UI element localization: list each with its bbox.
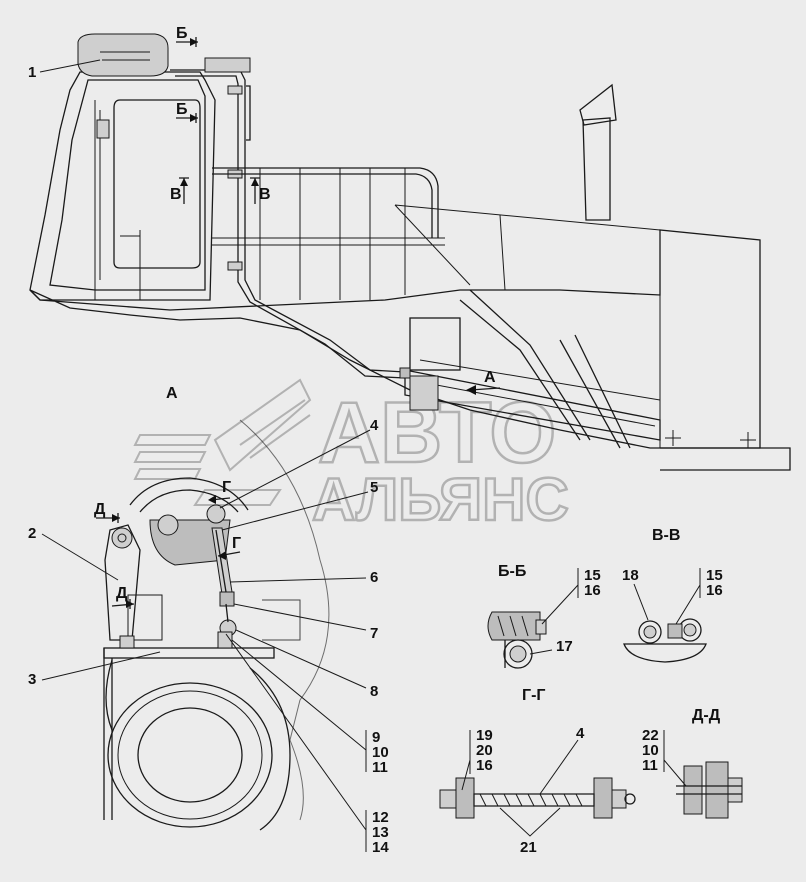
svg-text:10: 10 <box>372 744 389 761</box>
callout-4: 4 <box>370 417 379 434</box>
callout-bb-16: 16 <box>584 582 601 599</box>
callout-gg-4: 4 <box>576 725 585 742</box>
callout-dd-10: 10 <box>642 742 659 759</box>
view-mark-a-arrow: А <box>484 369 496 386</box>
callouts: 1 2 3 4 5 6 7 8 9 10 11 12 13 14 <box>28 59 389 856</box>
callout-1: 1 <box>28 64 36 81</box>
view-mark-g-top: Г <box>222 479 231 496</box>
view-mark-b-top: Б <box>176 25 188 42</box>
view-mark-v-left: В <box>170 186 182 203</box>
callout-group-9-10-11: 9 10 11 <box>372 729 389 776</box>
view-mark-b-mid: Б <box>176 101 188 118</box>
section-dd: Д-Д 22 10 11 <box>642 707 743 819</box>
callout-group-12-13-14: 12 13 14 <box>372 809 389 856</box>
section-vv: В-В 18 15 16 <box>622 527 723 663</box>
view-markers: Б Б В В А А Г Г Д Д <box>94 25 501 609</box>
callout-gg-16: 16 <box>476 757 493 774</box>
section-gg: Г-Г 19 20 16 4 21 <box>439 687 636 856</box>
callout-19: 19 <box>476 727 493 744</box>
callout-17: 17 <box>556 638 573 655</box>
section-title-bb: Б-Б <box>498 563 526 580</box>
watermark-text-alyans: АЛЬЯНС <box>312 466 569 533</box>
callout-18: 18 <box>622 567 639 584</box>
view-mark-v-right: В <box>259 186 271 203</box>
svg-text:12: 12 <box>372 809 389 826</box>
callout-7: 7 <box>370 625 378 642</box>
svg-text:9: 9 <box>372 729 380 746</box>
view-mark-d-lower: Д <box>116 585 128 602</box>
section-title-dd: Д-Д <box>692 707 721 724</box>
callout-22: 22 <box>642 727 659 744</box>
section-bb: Б-Б 15 16 17 <box>487 563 601 669</box>
callout-20: 20 <box>476 742 493 759</box>
callout-6: 6 <box>370 569 378 586</box>
callout-21: 21 <box>520 839 537 856</box>
callout-dd-11: 11 <box>642 757 658 774</box>
svg-text:14: 14 <box>372 839 389 856</box>
svg-text:13: 13 <box>372 824 389 841</box>
watermark: АВТО АЛЬЯНС <box>133 378 570 534</box>
view-mark-d-top: Д <box>94 501 106 518</box>
view-mark-g-lower: Г <box>232 535 241 552</box>
detail-view-a <box>103 419 330 831</box>
svg-text:11: 11 <box>372 759 388 776</box>
view-title-a: А <box>166 385 178 402</box>
callout-3: 3 <box>28 671 36 688</box>
section-title-vv: В-В <box>652 527 680 544</box>
section-title-gg: Г-Г <box>522 687 545 704</box>
callout-vv-16: 16 <box>706 582 723 599</box>
callout-2: 2 <box>28 525 36 542</box>
callout-vv-15: 15 <box>706 567 723 584</box>
callout-8: 8 <box>370 683 378 700</box>
machine-side-view <box>29 33 791 471</box>
callout-5: 5 <box>370 479 378 496</box>
callout-bb-15: 15 <box>584 567 601 584</box>
